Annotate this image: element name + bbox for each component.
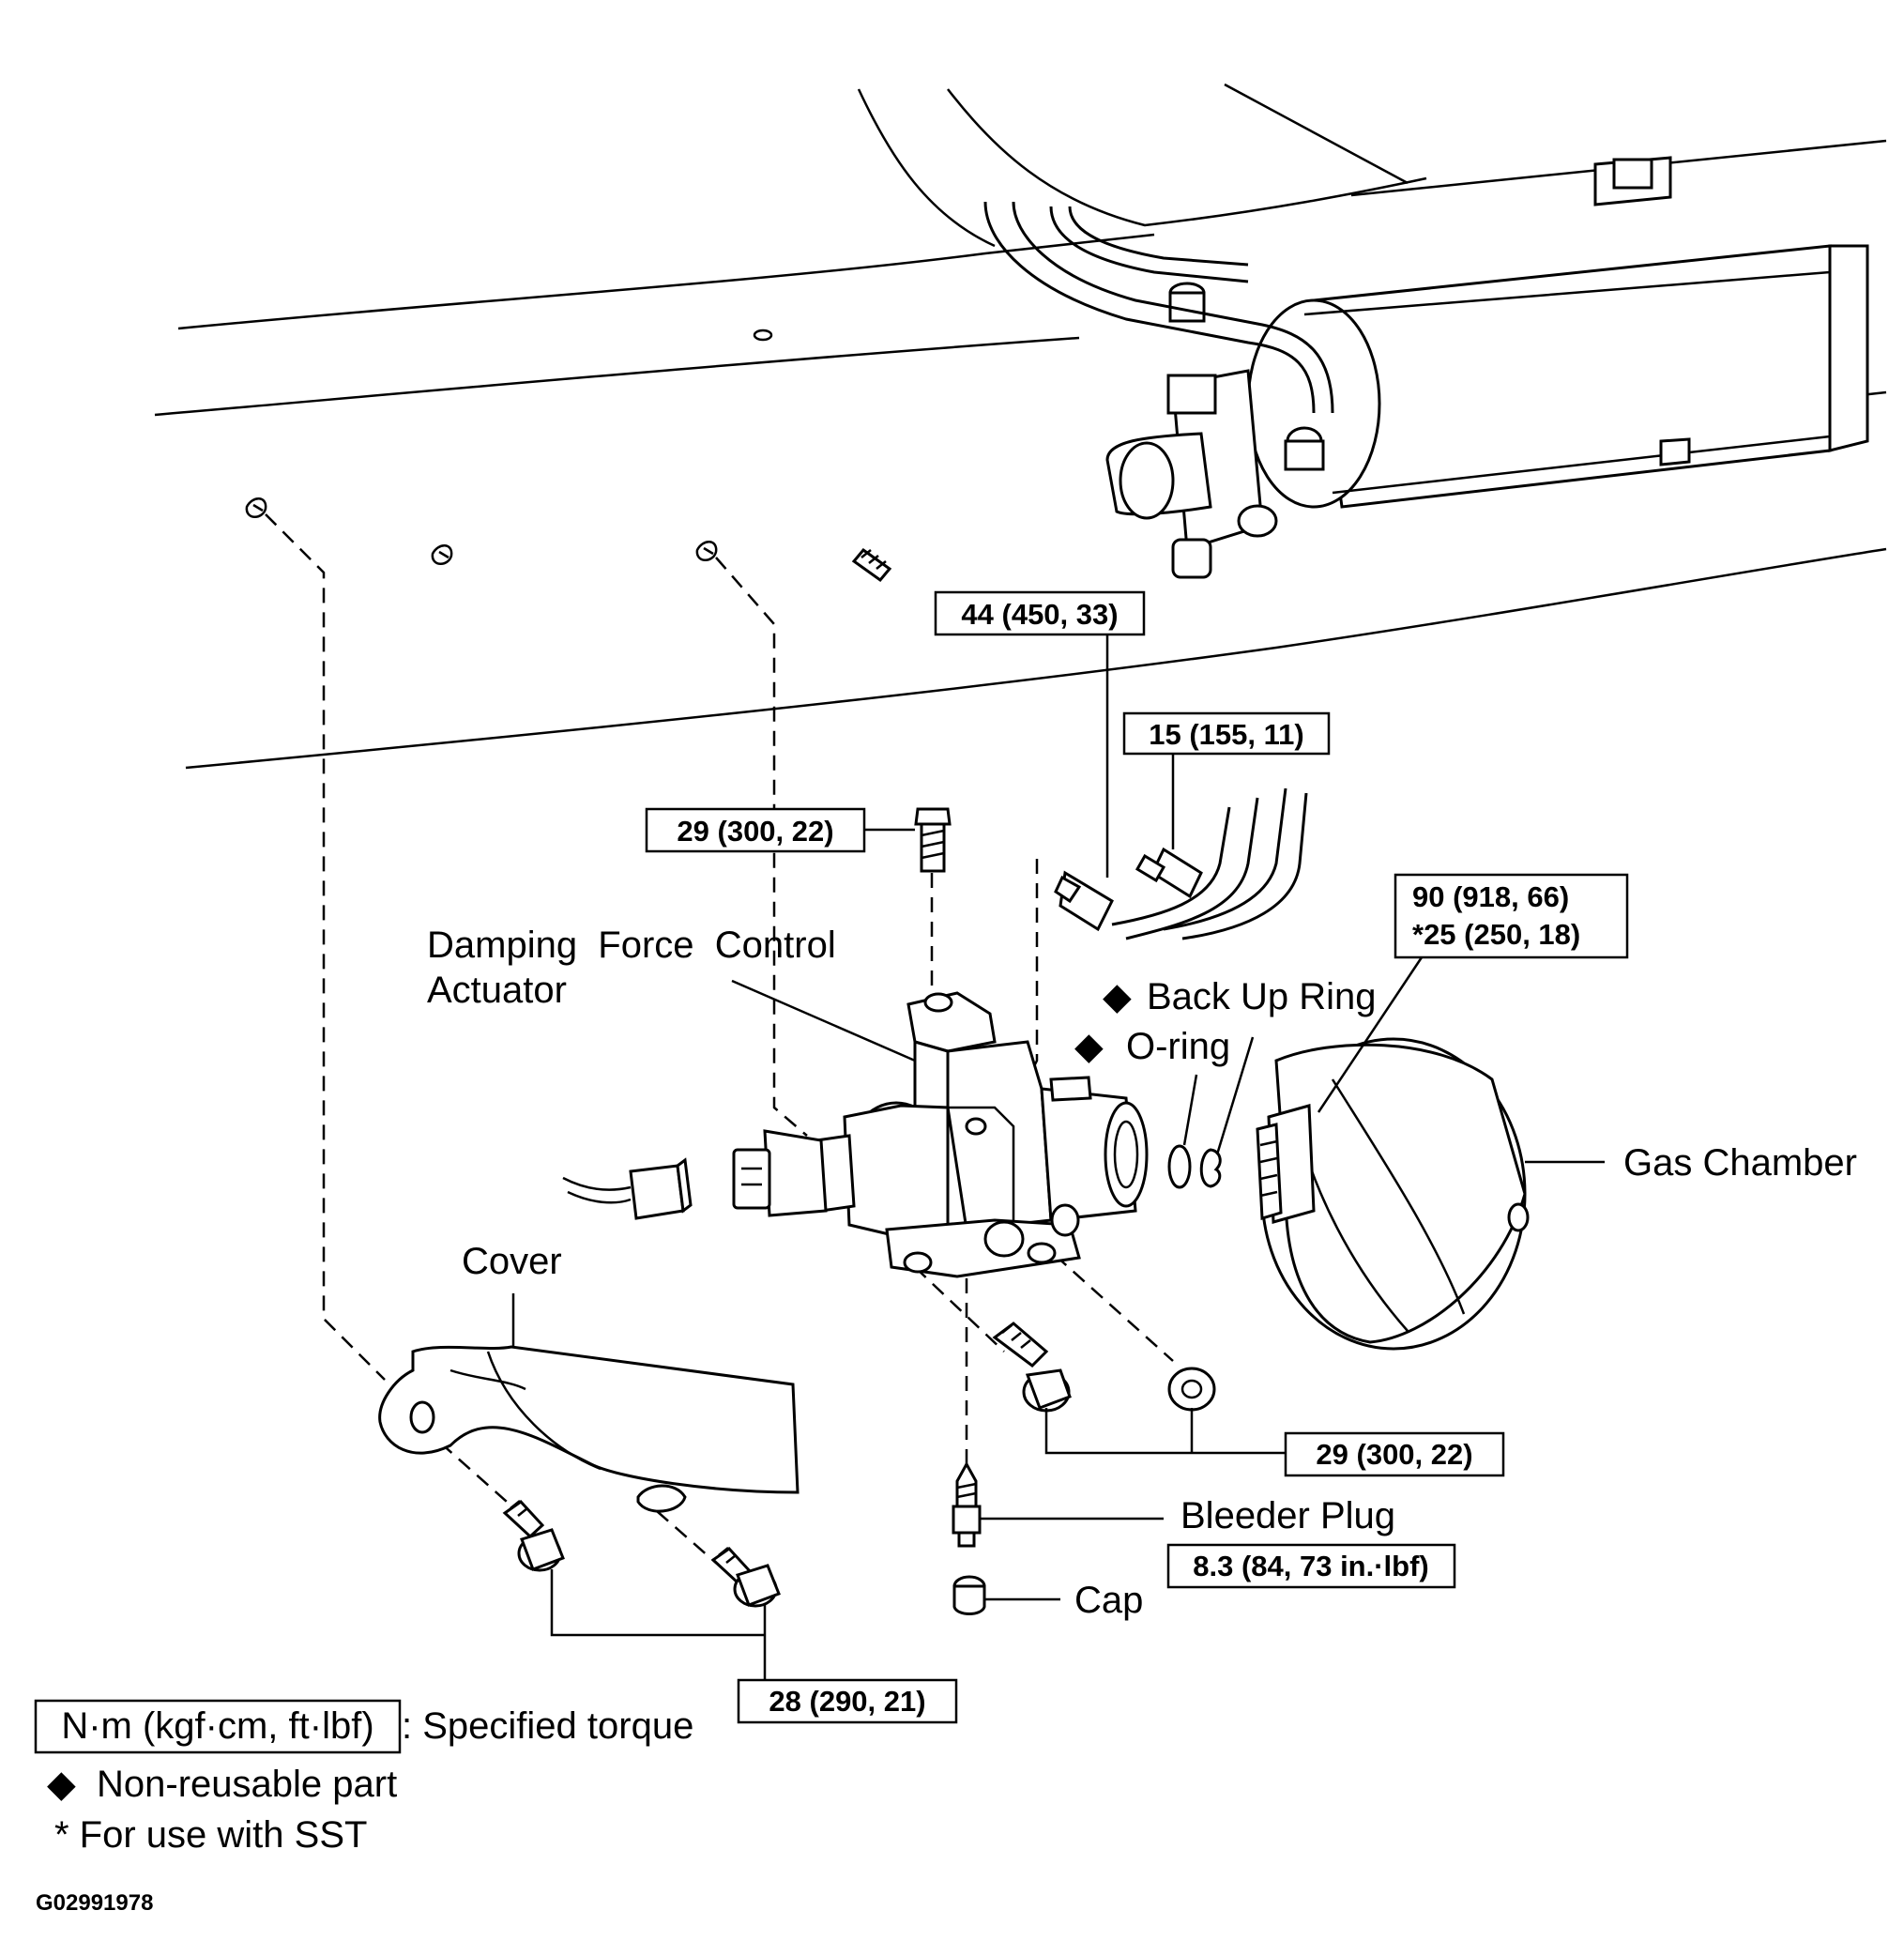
torque-gas-chamber-line1: 90 (918, 66): [1412, 880, 1569, 913]
legend-diamond: ◆: [47, 1764, 76, 1805]
actuator-top-bolt: [914, 807, 952, 873]
torque-box-pipe-upper: 44 (450, 33): [934, 590, 1146, 636]
label-gas-chamber: Gas Chamber: [1623, 1142, 1857, 1184]
cover-bracket-part: [378, 1345, 800, 1513]
torque-mount-bolts: 29 (300, 22): [1316, 1438, 1472, 1471]
legend-non-reusable: Non-reusable part: [97, 1764, 397, 1805]
gas-chamber-part: [1256, 1037, 1530, 1351]
o-ring-part: [1167, 1144, 1192, 1189]
torque-box-mount-bolts: 29 (300, 22): [1284, 1431, 1505, 1477]
vehicle-frame: [154, 83, 1887, 770]
damping-force-control-actuator: [732, 991, 1149, 1278]
cover-bolt-right: [710, 1547, 781, 1608]
torque-box-top-bolt: 29 (300, 22): [645, 807, 866, 853]
cover-bolt-left: [502, 1500, 565, 1572]
label-bleeder-plug: Bleeder Plug: [1180, 1495, 1395, 1536]
connector-plug: [562, 1157, 693, 1220]
torque-pipe-lower: 15 (155, 11): [1149, 718, 1303, 751]
hydraulic-pipes: [1054, 787, 1308, 940]
label-back-up-ring: Back Up Ring: [1147, 976, 1377, 1017]
clip-holes: [245, 497, 892, 583]
label-actuator-line2: Actuator: [427, 970, 567, 1011]
torque-pipe-upper: 44 (450, 33): [961, 598, 1118, 631]
bleeder-plug-part: [952, 1460, 982, 1548]
figure-code: G02991978: [36, 1890, 153, 1916]
legend-unit-box: N·m (kgf·cm, ft·lbf): [61, 1705, 373, 1747]
legend: N·m (kgf·cm, ft·lbf) : Specified torque …: [34, 1699, 693, 1856]
torque-gas-chamber-line2: *25 (250, 18): [1412, 918, 1580, 951]
label-cap: Cap: [1074, 1580, 1143, 1621]
torque-bleeder: 8.3 (84, 73 in.·lbf): [1193, 1550, 1429, 1582]
label-actuator-line1: Damping Force Control: [427, 925, 836, 966]
mount-bolt: [992, 1322, 1072, 1413]
torque-box-gas-chamber: 90 (918, 66) *25 (250, 18): [1394, 873, 1629, 959]
label-cover: Cover: [462, 1241, 562, 1282]
mount-nut: [1167, 1367, 1216, 1412]
torque-box-cover-bolts: 28 (290, 21): [737, 1678, 958, 1724]
legend-sst: * For use with SST: [54, 1814, 367, 1856]
leader-lines: [511, 634, 1605, 1680]
cap-part: [952, 1575, 986, 1615]
back-up-ring-part: [1199, 1148, 1222, 1188]
diamond-mark: ◆: [1103, 976, 1132, 1017]
torque-box-pipe-lower: 15 (155, 11): [1122, 711, 1331, 756]
label-o-ring: O-ring: [1126, 1026, 1230, 1067]
diamond-mark: ◆: [1074, 1026, 1104, 1067]
damper-cylinder: [983, 156, 1869, 579]
torque-cover-bolts: 28 (290, 21): [769, 1685, 925, 1718]
torque-box-bleeder: 8.3 (84, 73 in.·lbf): [1166, 1543, 1456, 1589]
torque-top-bolt: 29 (300, 22): [677, 815, 833, 848]
legend-specified-torque: : Specified torque: [402, 1705, 693, 1747]
